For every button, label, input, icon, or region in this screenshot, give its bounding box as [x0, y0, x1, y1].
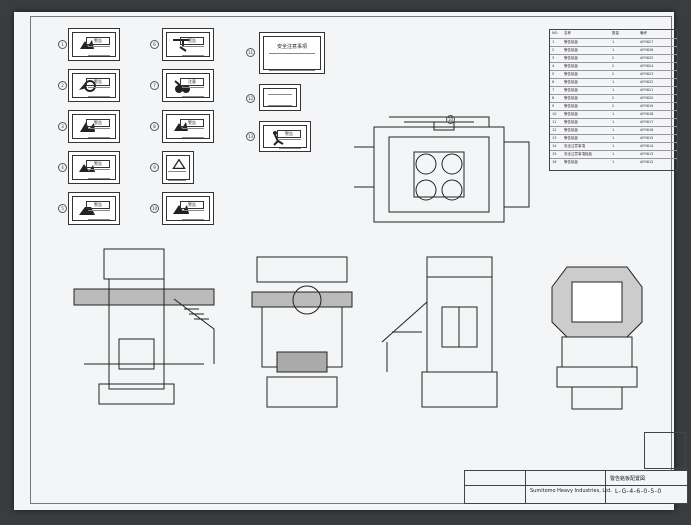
person-falling-icon: [273, 131, 284, 146]
callout-3: 3: [58, 122, 67, 131]
callout-13: 13: [246, 132, 255, 141]
hand-crush-icon: [173, 205, 189, 214]
press-plan-view: [354, 116, 530, 223]
warning-label-1: 警告: [68, 28, 120, 61]
warning-word: 警告: [86, 201, 110, 209]
warning-label-7: 注意: [162, 69, 214, 102]
warning-word: 警告: [86, 160, 110, 168]
callout-5: 5: [58, 204, 67, 213]
title-block: 警告銘板配置図 Sumitomo Heavy Industries, Ltd. …: [464, 470, 688, 504]
revision-box: [644, 432, 686, 469]
foot-hazard-icon: [79, 207, 95, 215]
safety-notice-plate: 安全注意事項: [259, 32, 325, 74]
warning-label-9: [162, 151, 194, 184]
drawing-frame: [30, 16, 672, 504]
warning-label-3: 警告: [68, 110, 120, 143]
callout-7: 7: [150, 81, 159, 90]
notice-title: 安全注意事項: [276, 44, 307, 50]
callout-8: 8: [150, 122, 159, 131]
warning-word: 警告: [180, 119, 204, 127]
press-front-view: [73, 248, 215, 405]
warning-word: 警告: [86, 78, 110, 86]
warning-label-2: 警告: [68, 69, 120, 102]
warning-triangle-icon: [172, 159, 186, 169]
warning-label-13: 警告: [259, 121, 311, 152]
hand-crush-icon: [80, 122, 95, 132]
caution-text-plate: [259, 84, 301, 111]
callout-9: 9: [150, 163, 159, 172]
drawing-title: 警告銘板配置図: [610, 476, 646, 482]
warning-label-5: 警告: [68, 192, 120, 225]
warning-label-4: 警告: [68, 151, 120, 184]
warning-word: 警告: [180, 37, 204, 45]
callout-2: 2: [58, 81, 67, 90]
callout-12: 12: [246, 94, 255, 103]
callout-11: 11: [246, 48, 255, 57]
warning-word: 警告: [180, 201, 204, 209]
warning-word: 注意: [180, 78, 204, 86]
parts-header-row: NO. 名称 数量 備考: [552, 31, 647, 35]
press-side-view-right: [551, 266, 643, 410]
hand-gear-icon: [79, 80, 96, 92]
drawing-sheet: 警告 1 警告 2 警告 3 警告 4 警告 5 警告 6 注意 7 警告 8: [14, 12, 688, 510]
hand-crush-icon: [79, 164, 95, 172]
drawing-number: L-G-4-6-0-5-0: [615, 488, 662, 495]
callout-6: 6: [150, 40, 159, 49]
warning-word: 警告: [277, 130, 301, 138]
callout-top: 10: [446, 115, 455, 124]
warning-word: 警告: [86, 37, 110, 45]
callout-1: 1: [58, 40, 67, 49]
callout-10: 10: [150, 204, 159, 213]
crane-hazard-icon: [173, 39, 189, 52]
warning-word: 警告: [86, 119, 110, 127]
company-name: Sumitomo Heavy Industries, Ltd.: [530, 488, 612, 494]
warning-label-10: 警告: [162, 192, 214, 225]
warning-label-6: 警告: [162, 28, 214, 61]
press-side-view-left: [251, 256, 353, 408]
warning-label-8: 警告: [162, 110, 214, 143]
press-rear-view: [381, 256, 498, 408]
callout-4: 4: [58, 163, 67, 172]
